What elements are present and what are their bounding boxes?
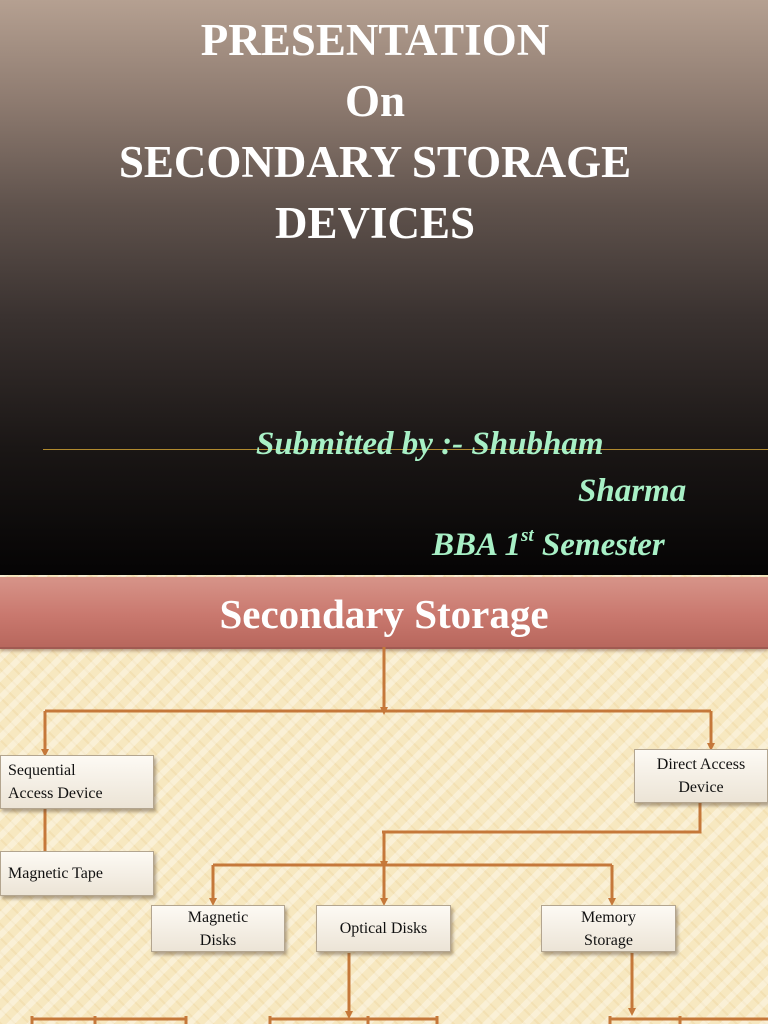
node-label: Device	[678, 779, 724, 796]
course-line: BBA 1st Semester	[432, 516, 665, 565]
title-slide: PRESENTATION On SECONDARY STORAGE DEVICE…	[0, 0, 768, 575]
submitter-surname: Sharma	[578, 473, 687, 509]
direct-access-device-box: Direct Access Device	[634, 749, 768, 803]
title-banner: Secondary Storage	[0, 577, 768, 649]
hierarchy-slide: Secondary Storage	[0, 575, 768, 1024]
node-label: Memory	[580, 908, 637, 926]
node-label: Disks	[199, 931, 237, 949]
divider-line	[43, 449, 768, 450]
magnetic-tape-box: Magnetic Tape	[0, 851, 154, 896]
slide-title: Secondary Storage	[219, 591, 549, 637]
title-line: PRESENTATION	[200, 15, 550, 65]
node-label: Direct Access	[656, 756, 746, 773]
sequential-access-device-box: Sequential Access Device	[0, 755, 154, 809]
node-label: Optical Disks	[339, 920, 428, 937]
node-label: Magnetic	[187, 908, 249, 926]
memory-storage-box: Memory Storage	[541, 905, 676, 952]
presentation-title: PRESENTATION On SECONDARY STORAGE DEVICE…	[0, 10, 750, 254]
connector-lines	[30, 647, 768, 1024]
title-line: SECONDARY STORAGE	[118, 137, 632, 187]
course-suffix: Semester	[533, 527, 665, 563]
course-prefix: BBA 1	[432, 527, 521, 563]
node-label: Access Device	[8, 785, 103, 802]
course-ordinal-suffix: st	[520, 525, 534, 546]
optical-disks-box: Optical Disks	[316, 905, 451, 952]
submitted-by-line: Submitted by :- Shubham	[256, 426, 604, 462]
node-label: Magnetic Tape	[8, 865, 103, 882]
magnetic-disks-box: Magnetic Disks	[151, 905, 285, 952]
title-line: DEVICES	[274, 198, 476, 248]
title-line: On	[344, 76, 406, 126]
node-label: Sequential	[8, 762, 76, 779]
node-label: Storage	[584, 931, 633, 949]
